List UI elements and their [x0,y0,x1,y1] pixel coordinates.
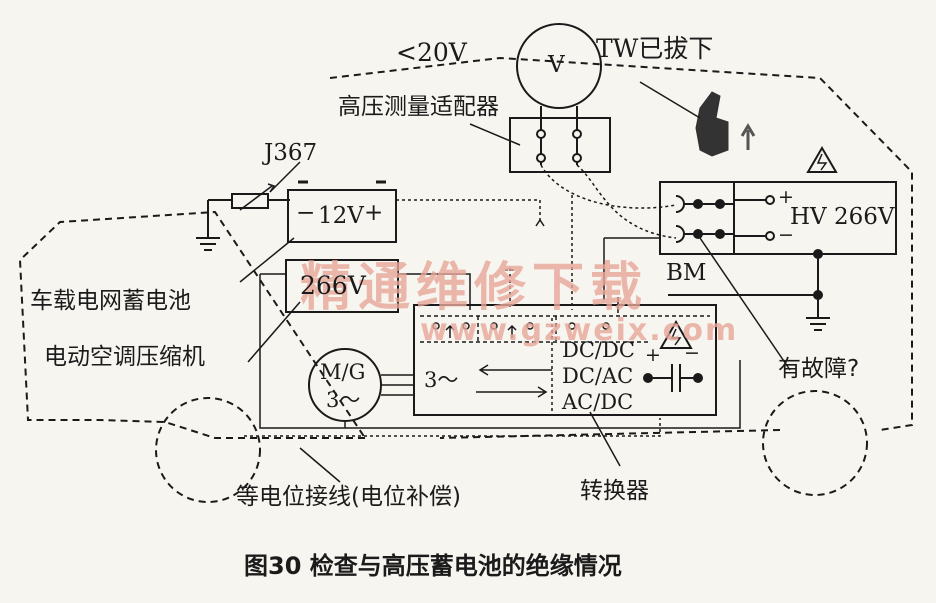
onboard-battery-label: 车载电网蓄电池 [30,288,191,314]
motor-generator-line1: M/G [320,360,366,384]
watermark-url: www.gzweix.com [420,313,739,348]
service-plug-icon [695,91,729,157]
rear-wheel [762,390,868,496]
compressor-value: 266V [300,271,366,300]
converter-label: 转换器 [580,478,649,504]
j367-resistor [231,193,269,209]
hv-plus-sign: + [778,186,794,208]
hv-battery-label: HV 266V [790,204,895,230]
hv-minus-sign: − [778,224,794,246]
capacitor-plus-sign: + [645,344,661,366]
converter-mode-acdc: AC/DC [562,390,634,414]
hv-adapter-label: 高压测量适配器 [338,94,499,120]
converter-box [413,304,717,416]
battery-plus-sign: + [364,200,384,226]
converter-mode-dcdc: DC/DC [562,338,635,362]
battery-minus-sign: − [296,200,316,226]
converter-three-phase: 3～ [424,368,459,392]
bm-label: BM [666,260,707,286]
hv-adapter-box [509,117,611,173]
equipotential-label: 等电位接线(电位补偿) [236,484,461,510]
ac-compressor-label: 电动空调压缩机 [44,344,205,370]
voltmeter-symbol: V [548,52,565,78]
ac-compressor-box [285,259,399,313]
motor-generator-line2: 3～ [326,388,361,412]
battery-12v-value: 12V [318,203,364,229]
hv-battery-box [659,181,897,255]
voltage-reading: <20V [396,38,467,67]
watermark-text: 精通维修下载 [300,258,649,318]
figure-caption: 图30 检查与高压蓄电池的绝缘情况 [244,552,622,580]
converter-mode-dcac: DC/AC [562,364,634,388]
hv-warning-icon-battery [806,146,838,173]
battery-12v [287,189,397,243]
voltmeter [516,23,602,109]
hv-warning-icon-converter [659,319,693,349]
service-plug-label: TW已拔下 [596,34,714,63]
vehicle-outline [18,56,913,439]
fault-label: 有故障? [778,356,860,382]
capacitor-minus-sign: − [684,342,700,364]
front-wheel [155,397,261,503]
j367-label: J367 [264,140,318,166]
